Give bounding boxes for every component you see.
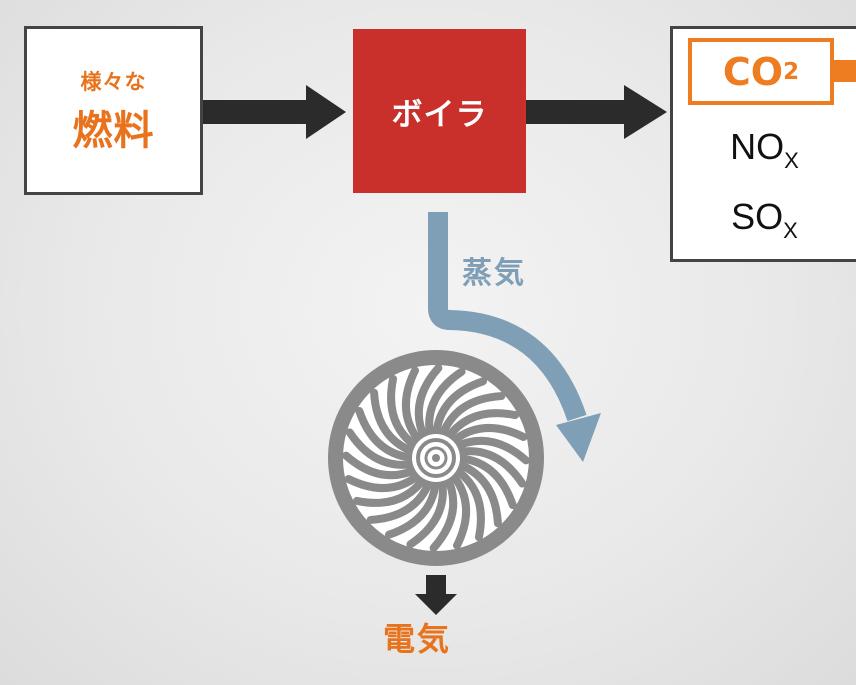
fuel-box: 様々な 燃料 xyxy=(24,26,203,195)
nox-label: NOX xyxy=(673,126,856,174)
turbine-blade xyxy=(443,409,520,443)
turbine-blade xyxy=(453,459,502,528)
steam-flow-arrow xyxy=(428,212,601,462)
steam-label: 蒸気 xyxy=(462,256,526,291)
turbine-blade xyxy=(451,465,485,542)
turbine-blade xyxy=(387,374,421,451)
co2-base: CO xyxy=(722,49,784,94)
turbine-blade xyxy=(355,406,418,462)
turbine-blade xyxy=(425,367,466,441)
turbine-blade xyxy=(437,392,506,441)
turbine-blade xyxy=(447,423,528,447)
sox-label: SOX xyxy=(673,196,856,244)
turbine-blade xyxy=(451,436,530,465)
turbine-blade xyxy=(344,469,425,493)
turbine-blade xyxy=(447,469,471,550)
turbine-blade xyxy=(432,377,488,440)
turbine-icon xyxy=(328,350,544,566)
turbine-blade xyxy=(454,454,517,510)
turbine-blade xyxy=(366,475,435,524)
turbine-blade xyxy=(406,475,447,549)
turbine-to-electricity-arrow xyxy=(415,575,457,615)
nox-subscript: X xyxy=(784,148,799,173)
sox-base: SO xyxy=(731,196,784,237)
turbine-blade xyxy=(401,366,425,447)
turbine-blade xyxy=(342,451,421,480)
turbine-blade xyxy=(352,473,429,507)
turbine-blade xyxy=(345,428,419,469)
boiler-box: ボイラ xyxy=(353,29,526,193)
boiler-label: ボイラ xyxy=(391,96,488,133)
co2-subscript: 2 xyxy=(783,58,800,85)
turbine-blade xyxy=(384,476,440,539)
fuel-to-boiler-arrow xyxy=(203,85,346,139)
turbine-blade xyxy=(453,447,527,488)
electricity-label: 電気 xyxy=(383,620,452,658)
fuel-small-label: 様々な xyxy=(80,69,147,94)
sox-subscript: X xyxy=(783,218,798,243)
fuel-large-label: 燃料 xyxy=(72,107,155,154)
turbine-blade xyxy=(370,388,419,457)
turbine-blade xyxy=(414,364,443,443)
co2-highlight-tab xyxy=(834,60,856,82)
boiler-to-emissions-arrow xyxy=(526,85,667,139)
turbine-blade xyxy=(429,473,458,552)
nox-base: NO xyxy=(730,126,785,167)
